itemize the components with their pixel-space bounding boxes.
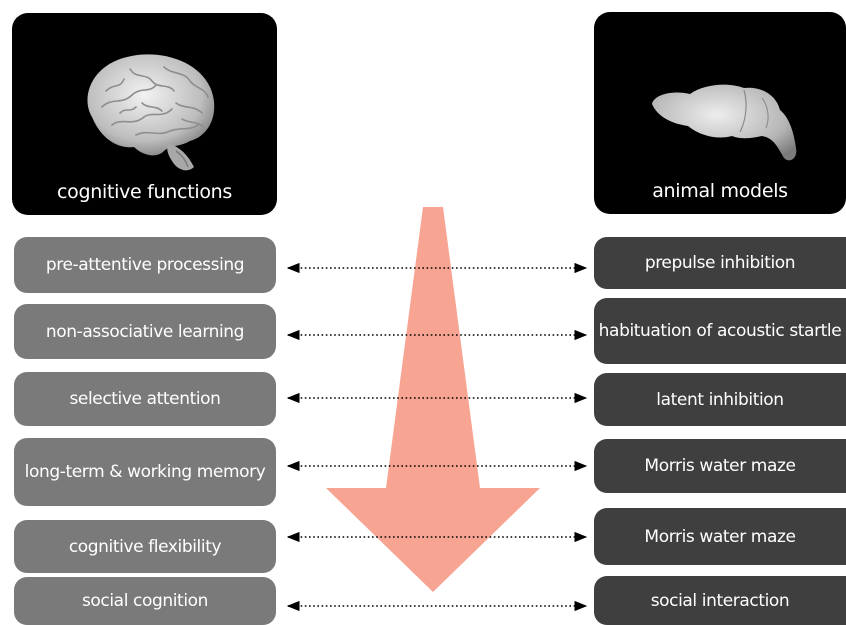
function-box-non-associative-learning: non-associative learning (14, 304, 276, 359)
function-box-cognitive-flexibility: cognitive flexibility (14, 520, 276, 573)
function-box-long-term-working-memory: long-term & working memory (14, 438, 276, 506)
function-label: cognitive flexibility (69, 537, 221, 557)
model-label: Morris water maze (644, 527, 795, 547)
model-box-morris-water-maze-1: Morris water maze (594, 439, 846, 493)
model-label: prepulse inhibition (645, 253, 795, 273)
function-box-pre-attentive-processing: pre-attentive processing (14, 237, 276, 293)
model-label: Morris water maze (644, 456, 795, 476)
model-box-social-interaction: social interaction (594, 576, 846, 625)
function-label: long-term & working memory (25, 462, 266, 482)
model-box-morris-water-maze-2: Morris water maze (594, 508, 846, 565)
function-label: social cognition (82, 591, 208, 611)
model-box-prepulse-inhibition: prepulse inhibition (594, 237, 846, 289)
model-box-latent-inhibition: latent inhibition (594, 373, 846, 426)
function-box-selective-attention: selective attention (14, 372, 276, 426)
model-label: social interaction (651, 591, 790, 611)
function-label: pre-attentive processing (46, 255, 244, 275)
function-box-social-cognition: social cognition (14, 577, 276, 625)
downward-progression-arrow (326, 207, 540, 592)
model-label: habituation of acoustic startle (599, 321, 842, 341)
model-box-habituation-of-acoustic-startle: habituation of acoustic startle (594, 298, 846, 364)
function-label: selective attention (69, 389, 220, 409)
function-label: non-associative learning (46, 322, 244, 342)
model-label: latent inhibition (656, 390, 783, 410)
